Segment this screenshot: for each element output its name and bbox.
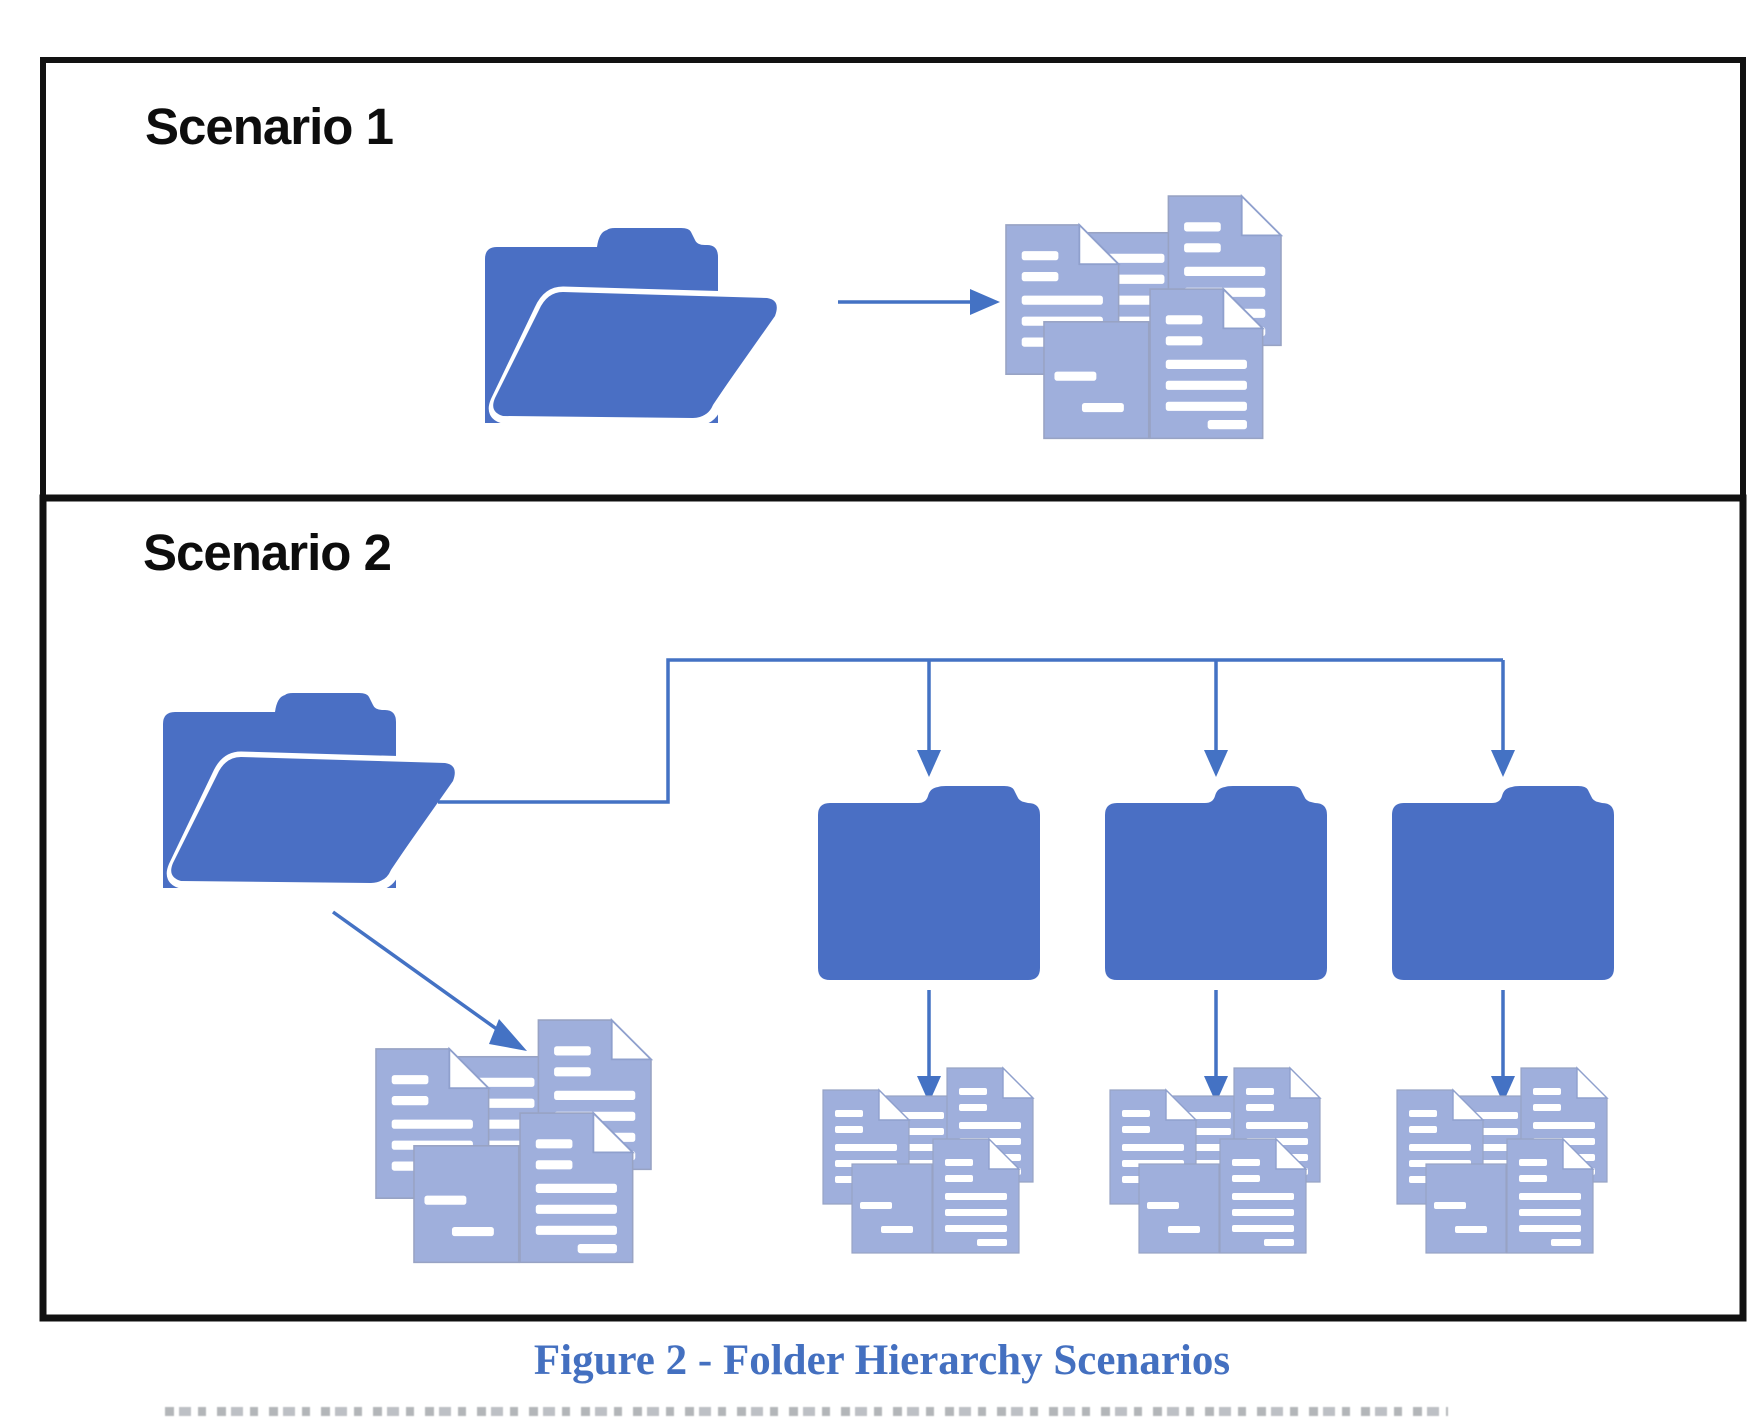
documents-stack-icon [1110,1068,1320,1253]
scenario-1-heading: Scenario 1 [145,98,394,155]
documents-stack-icon [1397,1068,1607,1253]
figure-caption: Figure 2 - Folder Hierarchy Scenarios [533,1337,1231,1384]
open-folder-icon [485,228,781,423]
open-folder-icon [163,693,459,888]
closed-folder-icon [1392,786,1614,980]
cutoff-body-text [165,1407,1448,1416]
closed-folder-icon [818,786,1040,980]
arrow-right-icon [838,289,1000,315]
arrow-down-icon [917,990,1515,1103]
scenario-2-panel [39,494,1747,1322]
arrow-down-icon [917,660,1515,777]
documents-stack-icon [1006,196,1281,438]
documents-stack-icon [376,1020,651,1262]
documents-stack-icon [823,1068,1033,1253]
scenario-2-heading: Scenario 2 [143,524,392,581]
arrow-diagonal-icon [331,910,527,1051]
connector-line [438,658,1503,804]
closed-folder-icon [1105,786,1327,980]
